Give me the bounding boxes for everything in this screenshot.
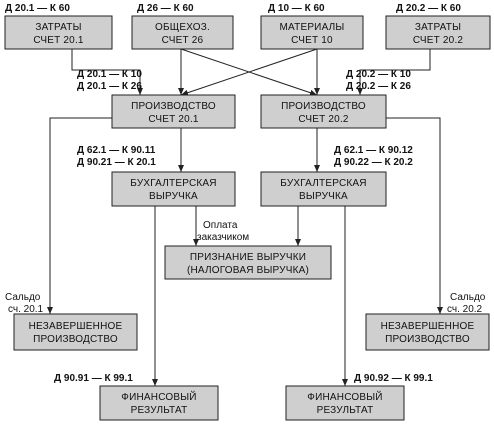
box-costs-202-line2: СЧЕТ 20.2	[413, 35, 464, 46]
posting-top-26: Д 26 — К 60	[137, 3, 194, 14]
box-production-202-line2: СЧЕТ 20.2	[298, 114, 349, 125]
box-materials-10-line1: МАТЕРИАЛЫ	[280, 22, 345, 33]
posting-right-in-2: Д 20.2 — К 26	[346, 81, 411, 92]
posting-left-result: Д 90.91 — К 99.1	[54, 373, 133, 384]
box-costs-201-line1: ЗАТРАТЫ	[35, 22, 81, 33]
box-wip-right-line1: НЕЗАВЕРШЕННОЕ	[381, 321, 475, 332]
box-result-left: ФИНАНСОВЫЙ РЕЗУЛЬТАТ	[99, 385, 219, 421]
box-costs-202: ЗАТРАТЫ СЧЕТ 20.2	[385, 15, 491, 50]
connectors	[47, 48, 443, 386]
note-payment-line1: Оплата	[203, 220, 238, 231]
edge-costs201-to-production201	[71, 49, 143, 95]
posting-right-rev-2: Д 90.22 — К 20.2	[334, 157, 413, 168]
posting-left-rev-2: Д 90.21 — К 20.1	[77, 157, 156, 168]
box-revenue-left: БУХГАЛТЕРСКАЯ ВЫРУЧКА	[111, 171, 236, 207]
edge-production202-to-wip-right	[386, 117, 443, 314]
box-overhead-26-line1: ОБЩЕХОЗ.	[155, 22, 210, 33]
box-revenue-left-line1: БУХГАЛТЕРСКАЯ	[130, 178, 216, 189]
box-result-left-line2: РЕЗУЛЬТАТ	[131, 405, 188, 416]
box-wip-left: НЕЗАВЕРШЕННОЕ ПРОИЗВОДСТВО	[13, 313, 138, 351]
box-revenue-left-line2: ВЫРУЧКА	[149, 191, 198, 202]
box-result-right-line2: РЕЗУЛЬТАТ	[317, 405, 374, 416]
edge-costs202-to-production202	[357, 49, 431, 95]
posting-left-in-1: Д 20.1 — К 10	[77, 69, 142, 80]
box-costs-201: ЗАТРАТЫ СЧЕТ 20.1	[4, 15, 113, 50]
box-revenue-right-line2: ВЫРУЧКА	[299, 191, 348, 202]
box-costs-202-line1: ЗАТРАТЫ	[415, 22, 461, 33]
note-saldo-right-line1: Сальдо	[450, 292, 486, 303]
box-wip-right-line2: ПРОИЗВОДСТВО	[385, 334, 470, 345]
posting-right-in-1: Д 20.2 — К 10	[346, 69, 411, 80]
box-revenue-right: БУХГАЛТЕРСКАЯ ВЫРУЧКА	[260, 171, 387, 207]
note-saldo-left-line1: Сальдо	[5, 292, 41, 303]
posting-right-result: Д 90.92 — К 99.1	[354, 373, 433, 384]
posting-labels: Д 20.1 — К 60 Д 26 — К 60 Д 10 — К 60 Д …	[5, 3, 461, 384]
box-wip-right: НЕЗАВЕРШЕННОЕ ПРОИЗВОДСТВО	[365, 313, 490, 351]
posting-right-rev-1: Д 62.1 — К 90.12	[334, 145, 413, 156]
box-production-202-line1: ПРОИЗВОДСТВО	[281, 101, 366, 112]
notes: Оплата заказчиком Сальдо сч. 20.1 Сальдо…	[5, 220, 486, 315]
box-result-left-line1: ФИНАНСОВЫЙ	[121, 390, 196, 403]
box-result-right-line1: ФИНАНСОВЫЙ	[307, 390, 382, 403]
box-production-201-line2: СЧЕТ 20.1	[148, 114, 199, 125]
box-production-202: ПРОИЗВОДСТВО СЧЕТ 20.2	[260, 94, 387, 129]
posting-top-10: Д 10 — К 60	[268, 3, 325, 14]
box-recognition: ПРИЗНАНИЕ ВЫРУЧКИ (НАЛОГОВАЯ ВЫРУЧКА)	[164, 245, 332, 280]
box-recognition-line2: (НАЛОГОВАЯ ВЫРУЧКА)	[187, 265, 309, 276]
box-revenue-right-line1: БУХГАЛТЕРСКАЯ	[280, 178, 366, 189]
box-result-right: ФИНАНСОВЫЙ РЕЗУЛЬТАТ	[285, 385, 405, 421]
box-wip-left-line2: ПРОИЗВОДСТВО	[33, 334, 118, 345]
box-materials-10-line2: СЧЕТ 10	[291, 35, 333, 46]
edge-materials-to-production201	[180, 48, 318, 96]
box-production-201-line1: ПРОИЗВОДСТВО	[131, 101, 216, 112]
box-production-201: ПРОИЗВОДСТВО СЧЕТ 20.1	[111, 94, 236, 129]
box-costs-201-line2: СЧЕТ 20.1	[33, 35, 84, 46]
box-wip-left-line1: НЕЗАВЕРШЕННОЕ	[29, 321, 123, 332]
edge-production201-to-wip-left	[47, 117, 112, 314]
box-materials-10: МАТЕРИАЛЫ СЧЕТ 10	[260, 15, 364, 50]
posting-left-in-2: Д 20.1 — К 26	[77, 81, 142, 92]
posting-left-rev-1: Д 62.1 — К 90.11	[77, 145, 156, 156]
note-saldo-right-line2: сч. 20.2	[447, 304, 483, 315]
posting-top-202: Д 20.2 — К 60	[396, 3, 461, 14]
box-overhead-26: ОБЩЕХОЗ. СЧЕТ 26	[131, 15, 234, 50]
note-saldo-left-line2: сч. 20.1	[8, 304, 44, 315]
box-overhead-26-line2: СЧЕТ 26	[162, 35, 204, 46]
note-payment-line2: заказчиком	[197, 232, 249, 243]
box-recognition-line1: ПРИЗНАНИЕ ВЫРУЧКИ	[190, 252, 306, 263]
posting-top-201: Д 20.1 — К 60	[5, 3, 70, 14]
